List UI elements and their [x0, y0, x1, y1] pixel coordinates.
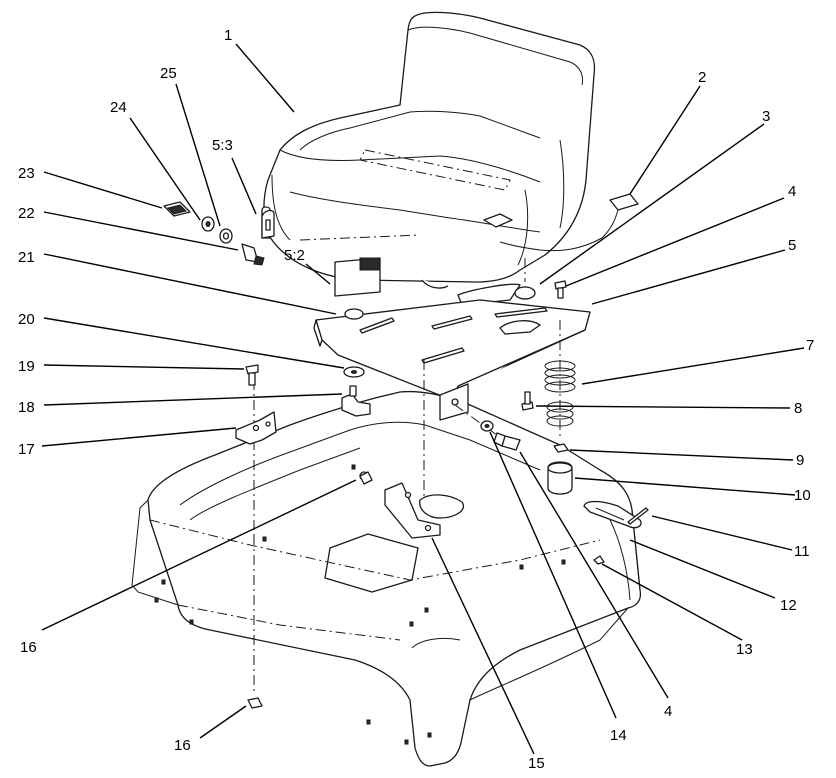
- leader-lines: [41, 43, 805, 755]
- callout-1: 1: [224, 27, 232, 44]
- callout-12: 12: [780, 597, 797, 614]
- callout-13: 13: [736, 641, 753, 658]
- callout-5: 5: [788, 237, 796, 254]
- callout-23: 23: [18, 165, 35, 182]
- seat: [261, 11, 596, 306]
- fender-body-pan: [131, 390, 642, 767]
- spring-lower: [546, 401, 574, 427]
- seat-mount-plate: [313, 286, 591, 421]
- callout-7: 7: [806, 337, 814, 354]
- hardware: [235, 280, 649, 709]
- callout-24: 24: [110, 99, 127, 116]
- callout-21: 21: [18, 249, 35, 266]
- callout-17: 17: [18, 441, 35, 458]
- callout-2: 2: [698, 69, 706, 86]
- key-switch-hardware: [163, 201, 275, 266]
- callout-11: 11: [794, 543, 810, 560]
- callout-22: 22: [18, 205, 35, 222]
- fender-slots: [154, 464, 566, 745]
- callout-18: 18: [18, 399, 35, 416]
- callout-19: 19: [18, 358, 35, 375]
- callout-5-2: 5:2: [284, 247, 305, 264]
- callout-16-mid: 16: [20, 639, 37, 656]
- callout-15: 15: [528, 755, 545, 772]
- callout-20: 20: [18, 311, 35, 328]
- callout-14: 14: [610, 727, 627, 744]
- wire-harness: [499, 193, 639, 252]
- callout-9: 9: [796, 452, 804, 469]
- callout-4-bottom: 4: [664, 703, 672, 720]
- plate-slots: [359, 307, 548, 364]
- callout-5-3: 5:3: [212, 137, 233, 154]
- callout-8: 8: [794, 400, 802, 417]
- spring-upper: [544, 360, 576, 393]
- callout-16-bottom: 16: [174, 737, 191, 754]
- callout-4-top: 4: [788, 183, 796, 200]
- callout-10: 10: [794, 487, 811, 504]
- callout-labels: 1 2 3 4 5 7 8 9 10 11 12 13 4 14 15 16 1…: [18, 27, 814, 772]
- callout-25: 25: [160, 65, 177, 82]
- callout-3: 3: [762, 108, 770, 125]
